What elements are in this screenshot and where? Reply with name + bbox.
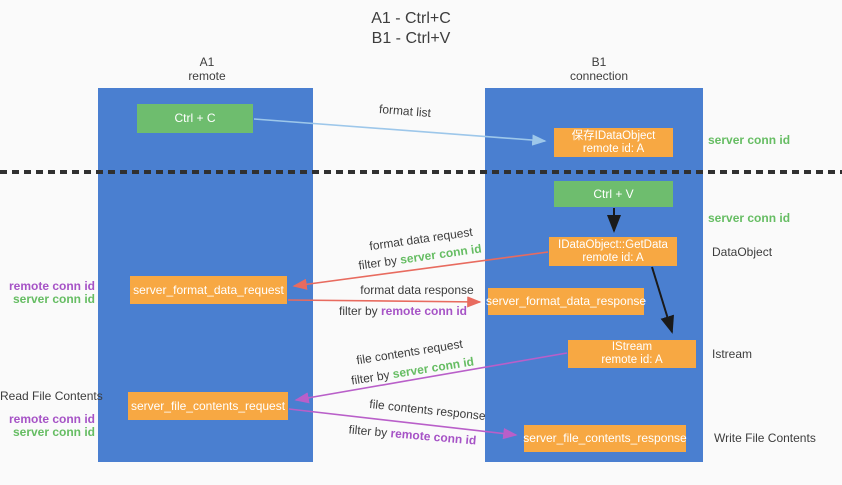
annotation-dataobject: DataObject: [712, 245, 773, 259]
diagram-title-line1: A1 - Ctrl+C: [371, 10, 451, 27]
label-file-contents-response: file contents response: [368, 396, 487, 424]
label-filter-by-remote-conn-id-1: filter by remote conn id: [338, 304, 468, 318]
session-divider-dashed-line: [0, 170, 842, 174]
label-format-data-response: format data response: [360, 283, 474, 297]
node-server-format-data-response-label: server_format_data_response: [485, 294, 647, 308]
label-filter-by-remote-conn-id-2: filter by remote conn id: [345, 422, 481, 448]
label-filter-prefix-1: filter by: [357, 252, 402, 273]
label-filter-prefix-2: filter by: [338, 304, 381, 318]
label-format-list: format list: [378, 101, 432, 121]
diagram-title: A1 - Ctrl+C B1 - Ctrl+V: [301, 9, 521, 49]
node-server-file-contents-request-label: server_file_contents_request: [130, 398, 286, 413]
annotation-server-conn-id-right-mid: server conn id: [708, 211, 791, 225]
annotation-server-conn-id-left-1: server conn id: [12, 292, 95, 306]
lane-b1-name: B1: [591, 55, 607, 69]
node-server-file-contents-response: server_file_contents_response: [523, 425, 687, 452]
node-server-file-contents-request: server_file_contents_request: [128, 392, 288, 420]
annotation-server-conn-id-left-2: server conn id: [12, 425, 95, 439]
node-server-format-data-request-label: server_format_data_request: [133, 282, 284, 297]
label-filter-value-4: remote conn id: [389, 426, 477, 448]
node-istream-line1: IStream: [611, 341, 653, 353]
annotation-remote-conn-id-left-1: remote conn id: [8, 279, 95, 293]
node-save-idataobject-line1: 保存IDataObject: [571, 129, 656, 142]
annotation-write-file-contents: Write File Contents: [714, 431, 816, 445]
node-server-format-data-response: server_format_data_response: [485, 288, 647, 315]
node-istream-line2: remote id: A: [601, 354, 663, 366]
annotation-read-file-contents: Read File Contents: [0, 389, 103, 403]
lane-a1-subtitle: remote: [188, 69, 226, 83]
annotation-server-conn-id-right-top: server conn id: [708, 133, 791, 147]
node-server-format-data-request: server_format_data_request: [130, 276, 287, 304]
node-save-idataobject: 保存IDataObject remote id: A: [554, 128, 673, 157]
node-ctrl-v-label: Ctrl + V: [593, 186, 634, 201]
node-ctrl-v: Ctrl + V: [554, 181, 673, 207]
node-istream: IStream remote id: A: [568, 340, 696, 368]
label-filter-prefix-3: filter by: [350, 367, 394, 388]
label-filter-value-2: remote conn id: [381, 304, 468, 318]
diagram-title-line2: B1 - Ctrl+V: [371, 30, 451, 47]
lane-b1-subtitle: connection: [569, 69, 629, 83]
lane-a1-header: A1 remote: [147, 55, 267, 83]
node-idataobject-getdata: IDataObject::GetData remote id: A: [549, 237, 677, 266]
arrow-format-data-response: [287, 296, 482, 308]
node-idataobject-getdata-line1: IDataObject::GetData: [558, 238, 668, 251]
annotation-istream: Istream: [712, 347, 753, 361]
lane-a1-name: A1: [199, 55, 215, 69]
annotation-remote-conn-id-left-2: remote conn id: [8, 412, 95, 426]
node-idataobject-getdata-line2: remote id: A: [582, 251, 644, 264]
node-server-file-contents-response-label: server_file_contents_response: [523, 431, 687, 445]
node-ctrl-c-label: Ctrl + C: [174, 111, 216, 125]
node-save-idataobject-line2: remote id: A: [582, 142, 645, 155]
label-filter-prefix-4: filter by: [348, 422, 392, 441]
lane-b1-header: B1 connection: [539, 55, 659, 83]
node-ctrl-c: Ctrl + C: [137, 104, 253, 133]
